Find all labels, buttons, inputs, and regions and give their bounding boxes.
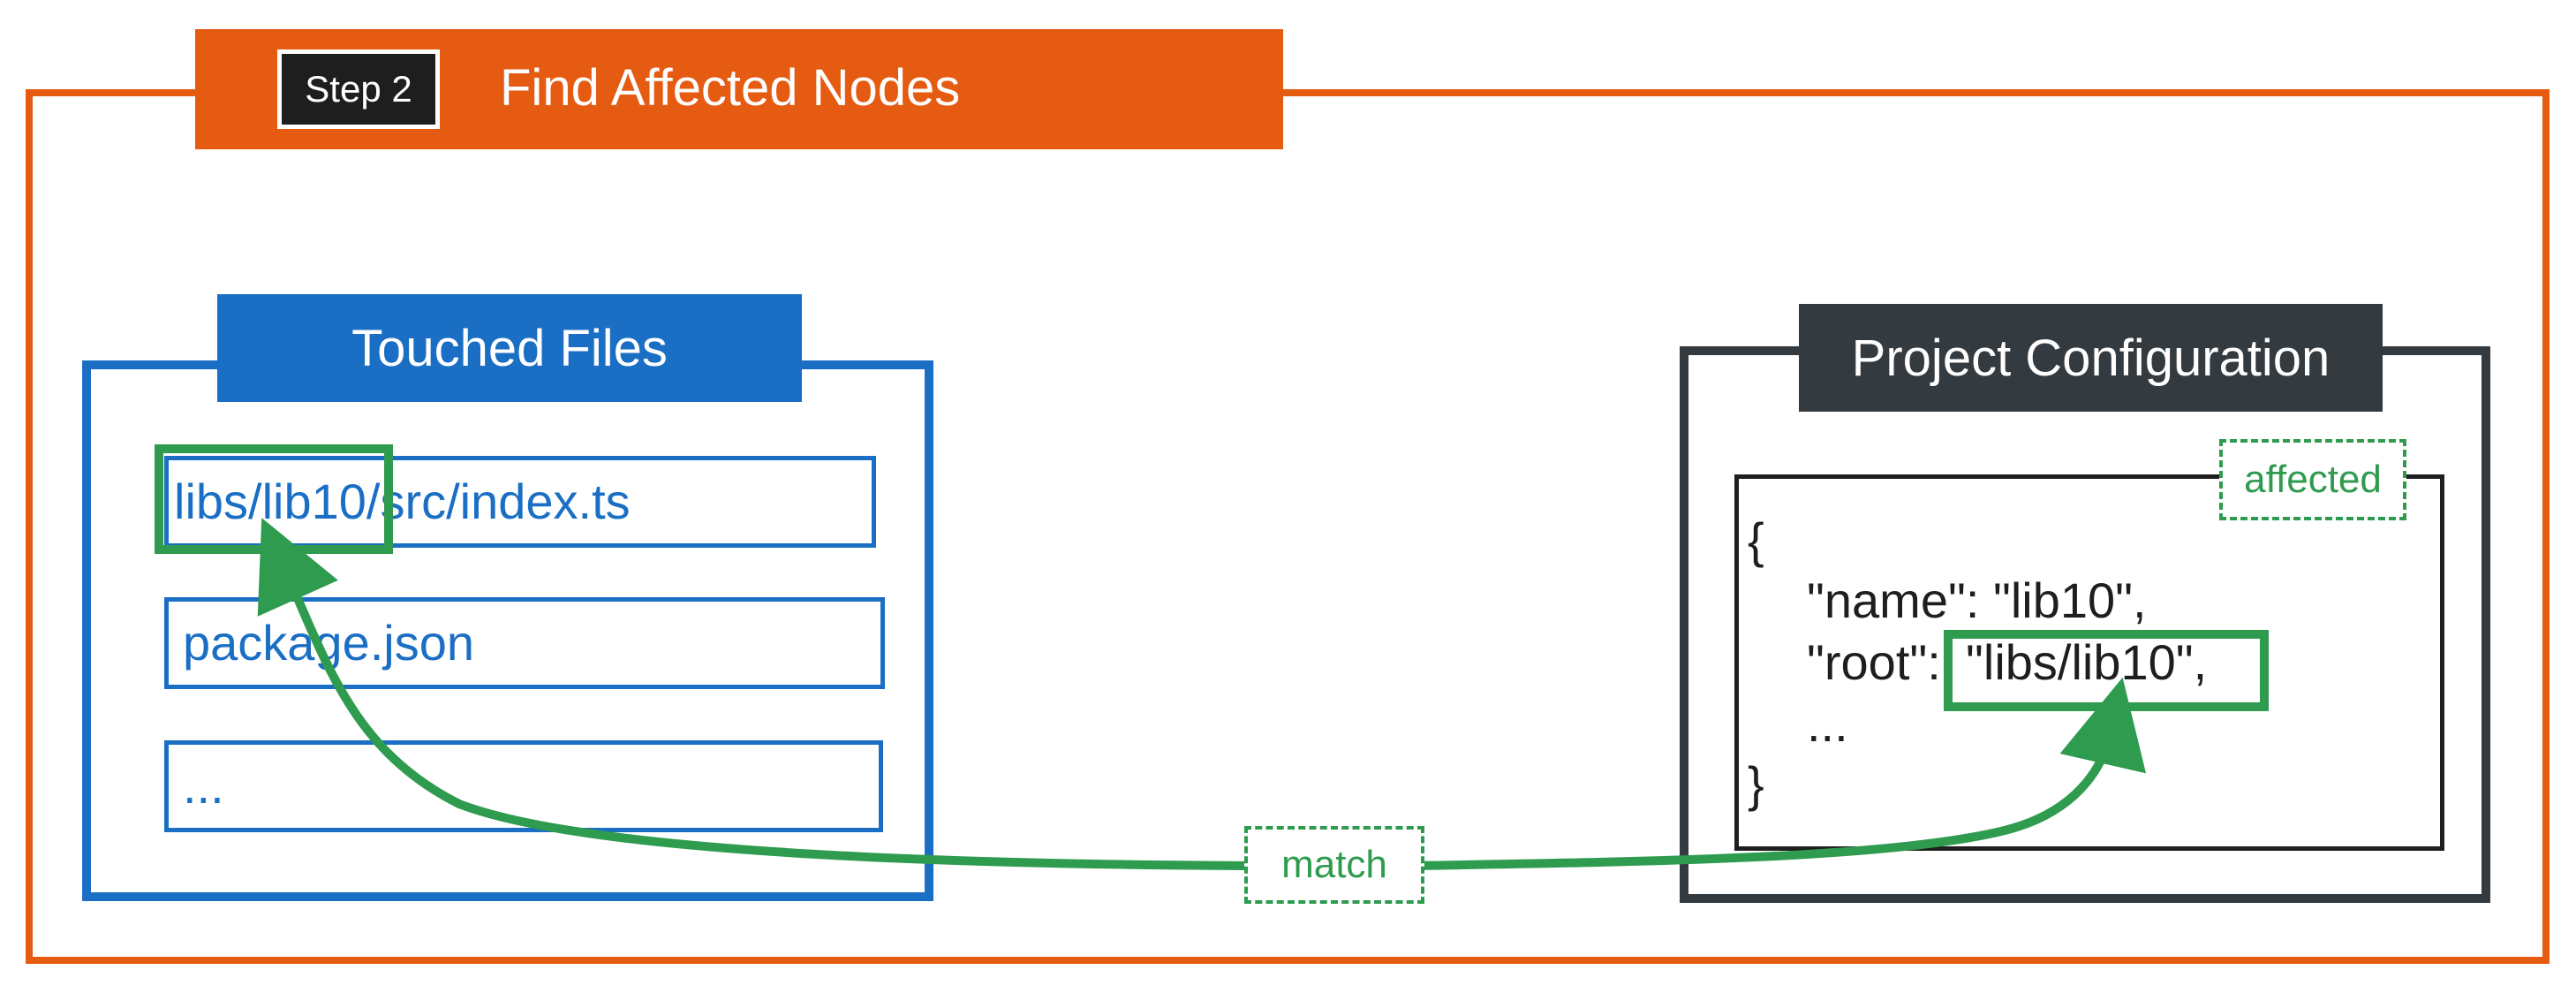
- step-frame: [26, 89, 2550, 964]
- match-label: match: [1244, 826, 1424, 904]
- match-arrow-right: [1412, 677, 2147, 870]
- code-close-brace: }: [1748, 756, 1764, 812]
- project-configuration-title: Project Configuration: [1799, 304, 2383, 412]
- code-ellipsis: ...: [1807, 696, 1848, 752]
- file-match-highlight: [155, 444, 393, 554]
- config-code-box: [1734, 474, 2444, 851]
- affected-tag: affected: [2219, 439, 2406, 520]
- code-name-line: "name": "lib10",: [1807, 572, 2147, 628]
- step-title: Find Affected Nodes: [500, 59, 961, 117]
- file-item: ...: [164, 740, 883, 832]
- touched-files-title: Touched Files: [217, 294, 802, 402]
- code-open-brace: {: [1748, 512, 1764, 568]
- step-badge: Step 2: [277, 49, 440, 129]
- root-match-highlight: [1944, 630, 2269, 711]
- code-root-key: "root":: [1807, 634, 1941, 690]
- match-arrow-left: [257, 518, 1255, 870]
